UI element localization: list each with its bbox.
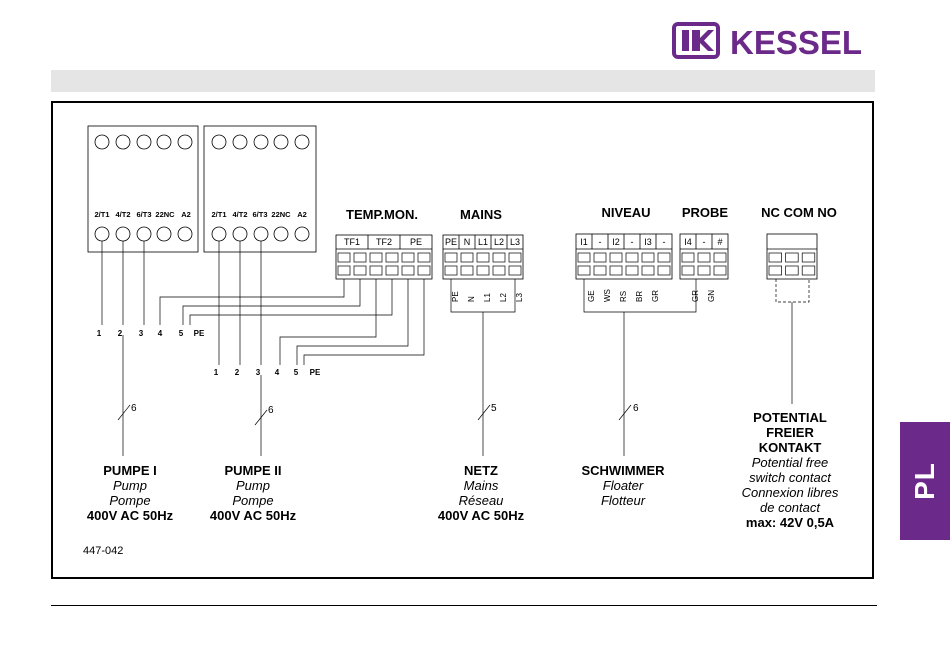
- pump2-terminal: 3: [256, 368, 261, 377]
- language-tab[interactable]: PL: [900, 422, 950, 540]
- float-title: SCHWIMMER: [581, 463, 665, 478]
- mains-label: N: [464, 237, 471, 247]
- mains-label: L3: [510, 237, 520, 247]
- probe-label: #: [717, 237, 722, 247]
- mains-caption-spec: 400V AC 50Hz: [438, 508, 525, 523]
- cable-count-mains: 5: [491, 403, 497, 414]
- niveau-title: NIVEAU: [601, 205, 650, 220]
- pump1-title: PUMPE I: [103, 463, 156, 478]
- cable-count-pump2: 6: [268, 405, 274, 416]
- diagram-frame: [51, 101, 874, 579]
- temp-mon-label: PE: [410, 237, 422, 247]
- relay-module-1: 2/T1 4/T2 6/T3 22NC A2: [87, 125, 199, 253]
- mains-wire-label: L3: [515, 293, 524, 302]
- contact-title-3: KONTAKT: [759, 440, 822, 455]
- drawing-number: 447-042: [83, 545, 123, 557]
- niveau-label: -: [663, 237, 666, 247]
- probe-wire-label: GR: [691, 290, 700, 302]
- float-en: Floater: [603, 478, 644, 493]
- mains-caption-title: NETZ: [464, 463, 498, 478]
- mains-caption-fr: Réseau: [459, 493, 504, 508]
- contact-fr-1: Connexion libres: [742, 485, 839, 500]
- pump1-terminal: 5: [179, 329, 184, 338]
- niveau-label: I2: [612, 237, 620, 247]
- pump2-terminal: 5: [294, 368, 299, 377]
- nc-com-no-title: NC COM NO: [761, 205, 837, 220]
- relay1-terminal: 4/T2: [115, 210, 130, 219]
- pump2-spec: 400V AC 50Hz: [210, 508, 297, 523]
- relay1-terminal: 22NC: [155, 210, 175, 219]
- temp-mon-title: TEMP.MON.: [346, 207, 418, 222]
- pump1-terminal: 4: [158, 329, 163, 338]
- float-wire-label: RS: [619, 291, 628, 302]
- cable-count-pump1: 6: [131, 403, 137, 414]
- pump1-terminal: 1: [97, 329, 102, 338]
- probe-label: I4: [684, 237, 692, 247]
- mains-wire-label: L1: [483, 293, 492, 302]
- float-wire-label: GE: [587, 290, 596, 302]
- relay-module-2: 2/T1 4/T2 6/T3 22NC A2: [203, 125, 317, 253]
- pump2-terminal: 1: [214, 368, 219, 377]
- relay1-terminal: A2: [181, 210, 191, 219]
- kessel-logo: KESSEL: [672, 22, 877, 60]
- mains-title: MAINS: [460, 207, 502, 222]
- mains-label: L2: [494, 237, 504, 247]
- pump2-fr: Pompe: [232, 493, 273, 508]
- float-wire-label: WS: [603, 289, 612, 302]
- contact-spec: max: 42V 0,5A: [746, 515, 835, 530]
- relay2-terminal: 22NC: [271, 210, 291, 219]
- float-fr: Flotteur: [601, 493, 646, 508]
- relay2-terminal: 2/T1: [211, 210, 226, 219]
- relay2-terminal: A2: [297, 210, 307, 219]
- contact-en-2: switch contact: [749, 470, 832, 485]
- niveau-label: -: [631, 237, 634, 247]
- mains-caption-en: Mains: [464, 478, 499, 493]
- niveau-label: I1: [580, 237, 588, 247]
- float-wire-label: BR: [635, 291, 644, 302]
- float-wire-label: GR: [651, 290, 660, 302]
- contact-title-1: POTENTIAL: [753, 410, 827, 425]
- pump2-en: Pump: [236, 478, 270, 493]
- footer-divider: [51, 605, 877, 606]
- niveau-label: I3: [644, 237, 652, 247]
- brand-name: KESSEL: [730, 24, 862, 60]
- mains-label: PE: [445, 237, 457, 247]
- mains-wire-label: PE: [451, 291, 460, 302]
- cable-count-float: 6: [633, 403, 639, 414]
- pump1-spec: 400V AC 50Hz: [87, 508, 174, 523]
- pump1-en: Pump: [113, 478, 147, 493]
- probe-title: PROBE: [682, 205, 729, 220]
- relay1-terminal: 6/T3: [136, 210, 151, 219]
- contact-en-1: Potential free: [752, 455, 829, 470]
- niveau-label: -: [599, 237, 602, 247]
- language-tab-label: PL: [909, 462, 940, 500]
- pump2-title: PUMPE II: [224, 463, 281, 478]
- temp-mon-label: TF2: [376, 237, 392, 247]
- probe-label: -: [703, 237, 706, 247]
- pump2-terminal: 2: [235, 368, 240, 377]
- pump2-terminal: PE: [310, 368, 321, 377]
- pump1-terminal: 3: [139, 329, 144, 338]
- mains-label: L1: [478, 237, 488, 247]
- header-bar: [51, 70, 875, 92]
- relay1-terminal: 2/T1: [94, 210, 109, 219]
- probe-wire-label: GN: [707, 290, 716, 302]
- pump1-terminal: 2: [118, 329, 123, 338]
- mains-wire-label: N: [467, 296, 476, 302]
- mains-wire-label: L2: [499, 293, 508, 302]
- pump1-terminal: PE: [194, 329, 205, 338]
- contact-title-2: FREIER: [766, 425, 814, 440]
- pump1-fr: Pompe: [109, 493, 150, 508]
- pump2-terminal: 4: [275, 368, 280, 377]
- contact-fr-2: de contact: [760, 500, 821, 515]
- relay2-terminal: 6/T3: [252, 210, 267, 219]
- relay2-terminal: 4/T2: [232, 210, 247, 219]
- temp-mon-label: TF1: [344, 237, 360, 247]
